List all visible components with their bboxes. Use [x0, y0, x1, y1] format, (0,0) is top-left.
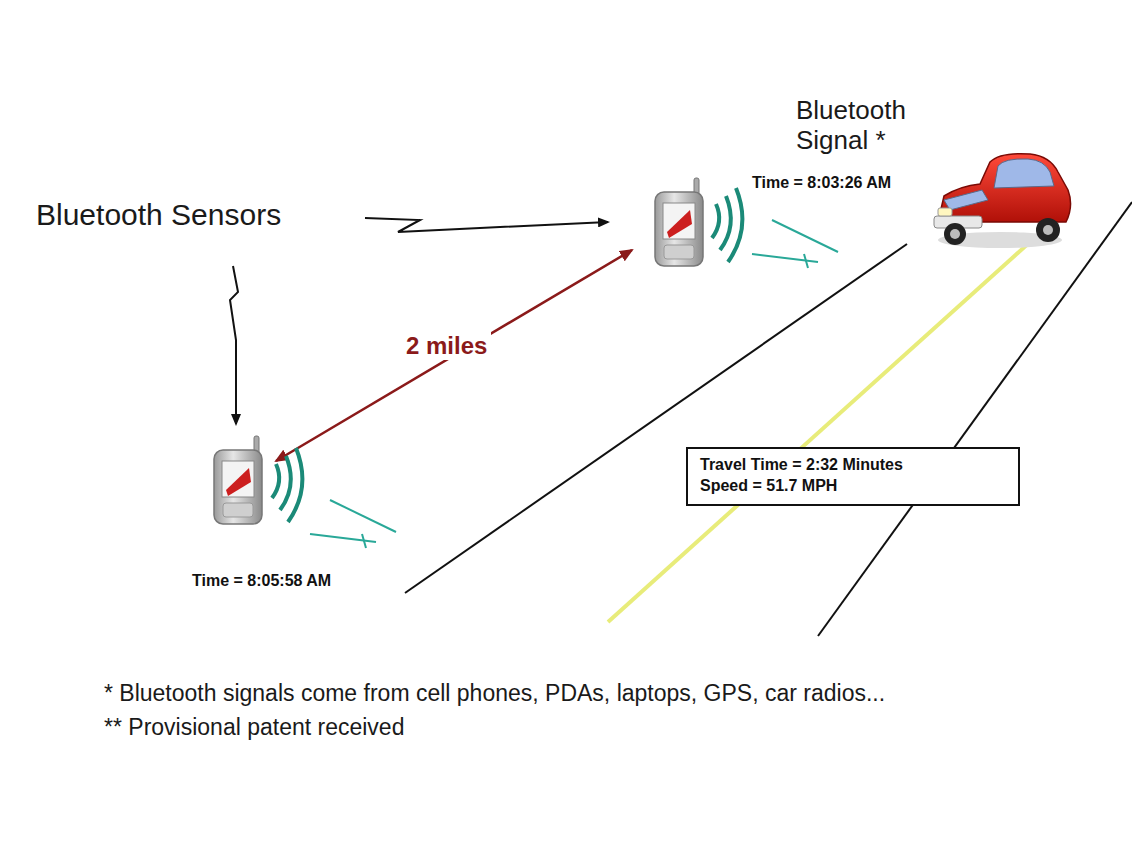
- footnote: ** Provisional patent received: [104, 714, 404, 740]
- road-edge: [818, 202, 1132, 636]
- bluetooth-sensor: [214, 436, 396, 548]
- result-box: Travel Time = 2:32 MinutesSpeed = 51.7 M…: [686, 447, 1020, 506]
- distance-arrow: [276, 250, 632, 461]
- timestamp: Time = 8:05:58 AM: [192, 572, 331, 590]
- bluetooth-sensor: [655, 178, 838, 268]
- distance-label: 2 miles: [402, 332, 491, 360]
- pointer-arrow: [230, 266, 238, 424]
- footnote: * Bluetooth signals come from cell phone…: [104, 680, 885, 706]
- result-text: Speed = 51.7 MPH: [700, 475, 1006, 496]
- timestamp: Time = 8:03:26 AM: [752, 174, 891, 192]
- sensor-label: Bluetooth Sensors: [36, 198, 281, 233]
- pointer-arrow: [365, 218, 608, 232]
- car: [934, 154, 1071, 248]
- result-text: Travel Time = 2:32 Minutes: [700, 454, 1006, 475]
- signal-label: Bluetooth Signal *: [796, 96, 946, 156]
